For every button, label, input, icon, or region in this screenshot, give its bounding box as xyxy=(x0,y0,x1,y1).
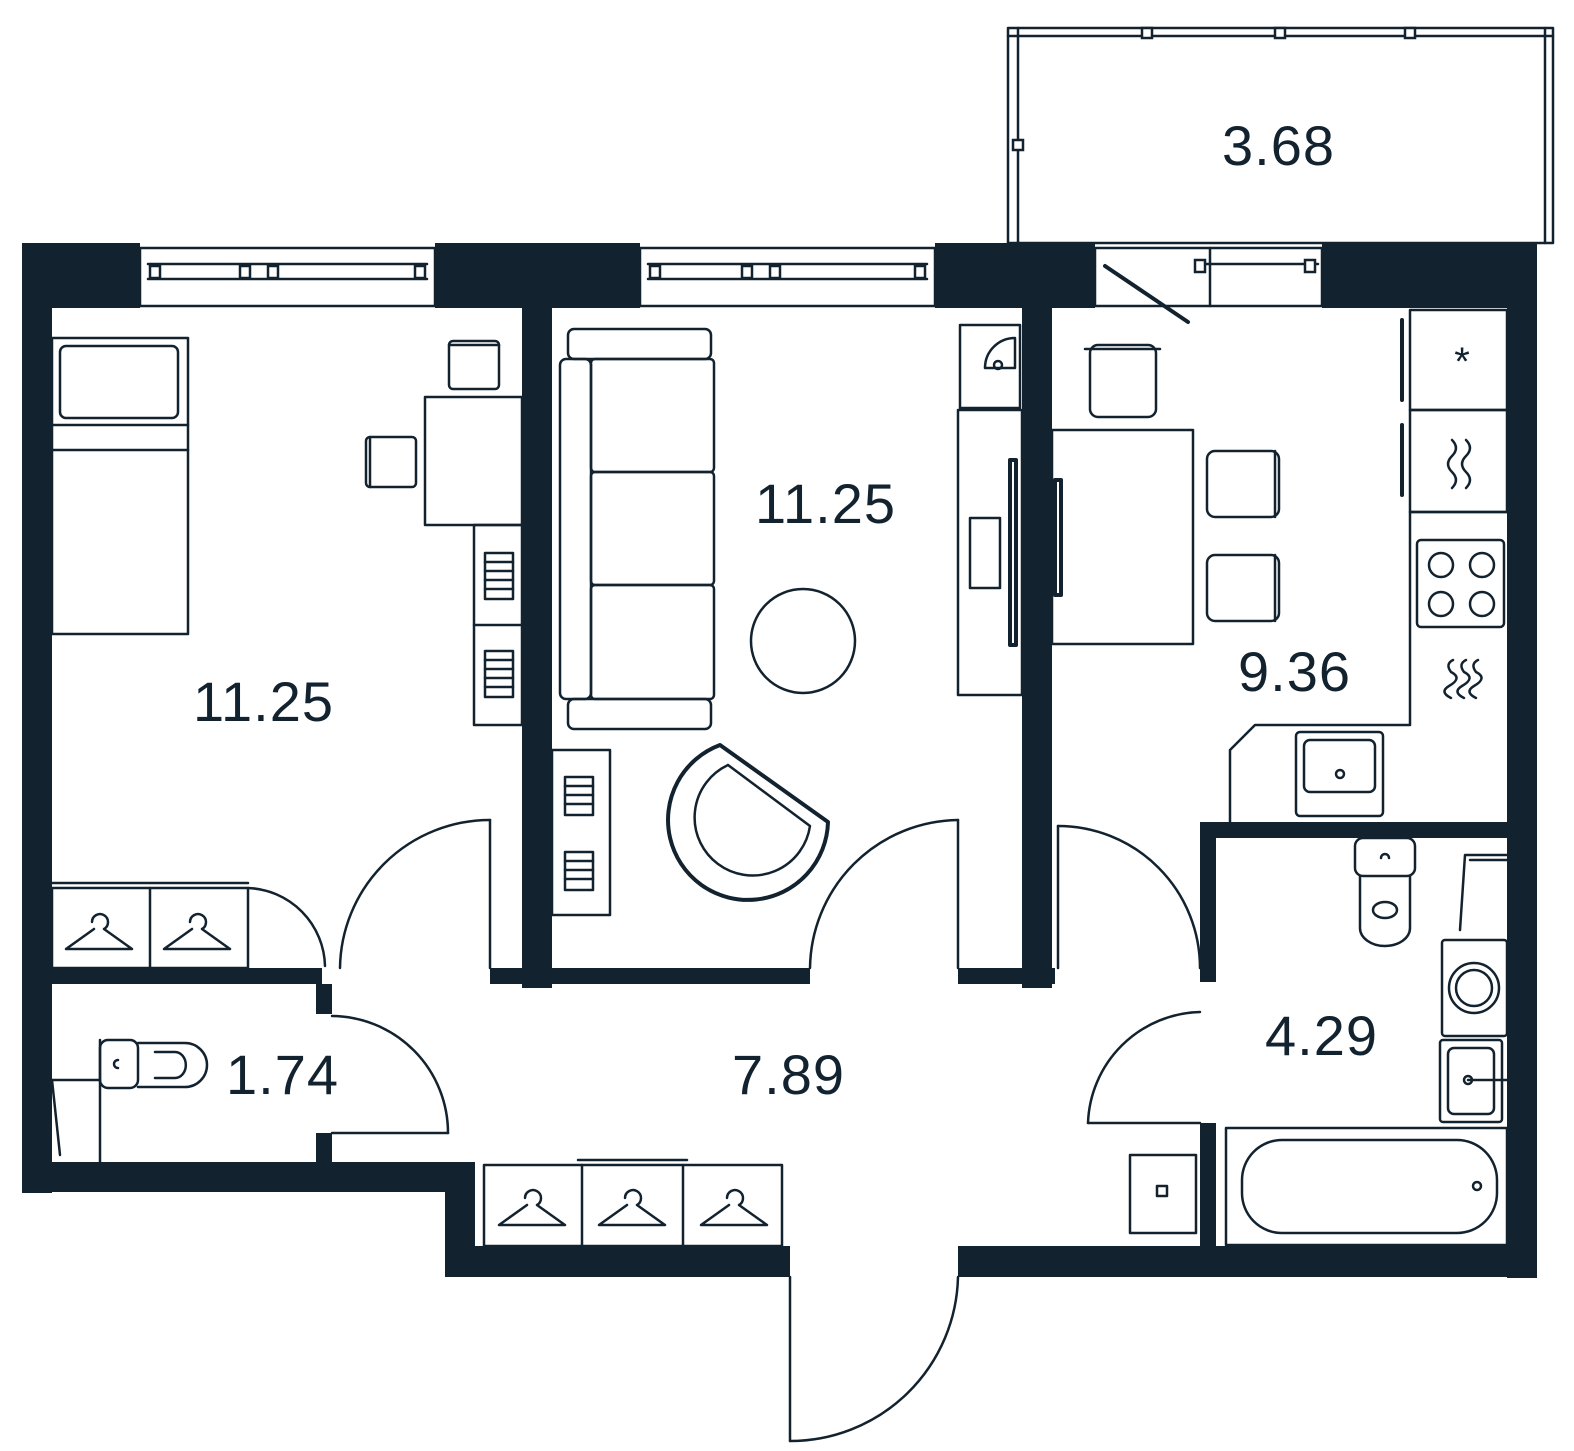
bedroom-area: 11.25 xyxy=(193,670,334,733)
stove-icon xyxy=(1415,538,1506,629)
door-swing-icon xyxy=(808,818,960,970)
kitchen-counter xyxy=(1228,510,1509,824)
sofa-icon xyxy=(558,327,716,731)
balcony xyxy=(1006,26,1555,245)
toilet-area: 1.74 xyxy=(226,1043,339,1106)
chair-icon xyxy=(364,339,501,489)
toilet-icon xyxy=(1353,836,1417,948)
door-swing-icon xyxy=(338,818,492,970)
entrance-door xyxy=(788,1275,960,1443)
shower-door xyxy=(1458,853,1509,932)
chair-icon xyxy=(1083,343,1281,623)
wardrobe-hanger-icon xyxy=(482,1158,784,1248)
door-swing-icon xyxy=(1056,824,1202,970)
dining-table-icon xyxy=(1050,428,1195,646)
door-swing-icon xyxy=(330,1014,450,1135)
bed-icon xyxy=(50,336,190,636)
window-icon xyxy=(138,246,437,308)
sink-icon xyxy=(1294,730,1385,818)
toilet-wall-panel xyxy=(50,1038,102,1164)
armchair-icon xyxy=(666,743,830,902)
balcony-area: 3.68 xyxy=(1222,114,1335,177)
toilet-icon xyxy=(98,1038,209,1090)
washing-machine-icon xyxy=(1440,938,1509,1038)
dishwasher-icon xyxy=(1400,408,1509,514)
wardrobe-hanger-icon xyxy=(50,881,327,970)
window-icon xyxy=(638,246,937,308)
electrical-panel-icon xyxy=(1128,1153,1198,1235)
radiator-icon xyxy=(550,748,612,917)
dining-table-icon xyxy=(423,395,524,527)
door-swing-icon xyxy=(1086,1010,1202,1125)
radiator-icon xyxy=(472,523,524,727)
kitchen-area: 9.36 xyxy=(1238,640,1351,703)
sink-icon xyxy=(1438,1038,1509,1124)
svg-text:*: * xyxy=(1454,340,1470,384)
living-room-area: 11.25 xyxy=(755,472,896,535)
bathroom-area: 4.29 xyxy=(1265,1004,1378,1067)
tv-stand-icon xyxy=(956,323,1024,697)
balcony-door-window xyxy=(1093,246,1324,324)
fridge-icon: * xyxy=(1400,308,1509,412)
bathtub-icon xyxy=(1224,1126,1509,1247)
walls xyxy=(22,243,1537,1278)
hallway-area: 7.89 xyxy=(732,1043,845,1106)
coffee-table-icon xyxy=(749,587,857,695)
